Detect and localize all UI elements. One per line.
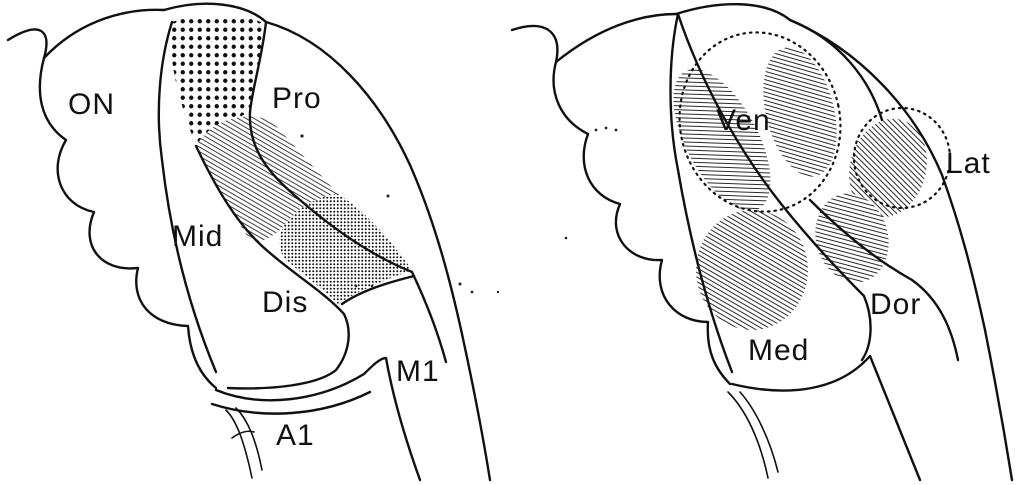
speckle [615, 129, 618, 132]
right-lower-boundary [732, 356, 920, 480]
med-hatched [696, 210, 808, 330]
a1-stem-right [236, 408, 262, 470]
label-dis: Dis [262, 286, 308, 319]
speckle [605, 127, 608, 130]
speckle [371, 285, 374, 288]
speckle [355, 285, 358, 288]
speckle [595, 129, 598, 132]
speckle [497, 291, 499, 293]
right-panel: Ven Lat Dor Med [512, 4, 1012, 480]
m1-boundary [216, 358, 420, 480]
label-dor: Dor [870, 288, 921, 321]
label-a1: A1 [276, 419, 315, 452]
right-on-outer-contour [556, 14, 676, 62]
label-med: Med [748, 334, 809, 367]
label-mid: Mid [172, 220, 223, 253]
label-lat: Lat [946, 147, 991, 180]
label-ven: Ven [716, 104, 771, 137]
a1-stem-left [226, 410, 252, 478]
label-pro: Pro [272, 82, 322, 115]
label-on: ON [68, 88, 115, 121]
right-lower-stem [728, 392, 768, 478]
speckle [300, 134, 303, 137]
right-lower-stem-2 [740, 392, 778, 472]
speckle [459, 283, 462, 286]
speckle [471, 291, 474, 294]
speckle [387, 195, 390, 198]
speckle [565, 237, 568, 240]
label-m1: M1 [396, 355, 440, 388]
left-panel: ON Pro Mid Dis M1 A1 [8, 4, 499, 480]
on-outer-contour [44, 10, 164, 58]
